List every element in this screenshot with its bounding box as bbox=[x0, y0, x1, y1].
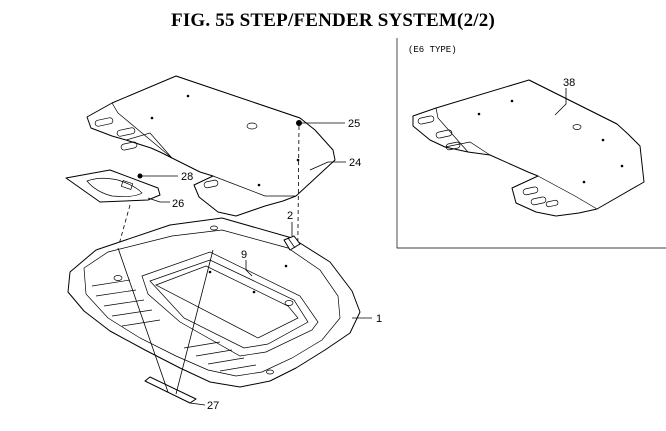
part-25-clip bbox=[296, 120, 345, 126]
part-2-clip bbox=[283, 222, 301, 251]
variant-label: (E6 TYPE) bbox=[408, 45, 457, 55]
leader-9 bbox=[245, 260, 253, 277]
callout-28: 28 bbox=[181, 171, 193, 183]
leader-38 bbox=[554, 88, 567, 116]
part-27-strip bbox=[144, 376, 197, 404]
inset-frame bbox=[396, 38, 666, 249]
part-1-floor-body bbox=[67, 217, 361, 388]
leader-24 bbox=[309, 161, 346, 171]
part-24-step-mat bbox=[86, 75, 336, 217]
leader-26 bbox=[147, 197, 170, 203]
callout-25: 25 bbox=[348, 118, 360, 130]
assembly-line-27b bbox=[175, 249, 214, 395]
assembly-line-26 bbox=[117, 204, 131, 249]
part-26-seal-plate bbox=[65, 169, 161, 203]
callout-2: 2 bbox=[287, 210, 293, 222]
callout-38: 38 bbox=[563, 77, 575, 89]
leader-27 bbox=[189, 402, 206, 406]
callout-9: 9 bbox=[241, 249, 247, 261]
callout-1: 1 bbox=[376, 313, 382, 325]
callout-24: 24 bbox=[349, 157, 361, 169]
callout-26: 26 bbox=[172, 198, 184, 210]
part-28-screw bbox=[137, 173, 178, 179]
part-9-inner-panel bbox=[155, 265, 299, 339]
e6-type-inset: (E6 TYPE) bbox=[396, 38, 666, 249]
assembly-line-27a bbox=[117, 247, 169, 393]
figure-title: FIG. 55 STEP/FENDER SYSTEM(2/2) bbox=[171, 10, 495, 31]
part-38-step-mat bbox=[412, 79, 645, 217]
callout-27: 27 bbox=[207, 400, 219, 412]
